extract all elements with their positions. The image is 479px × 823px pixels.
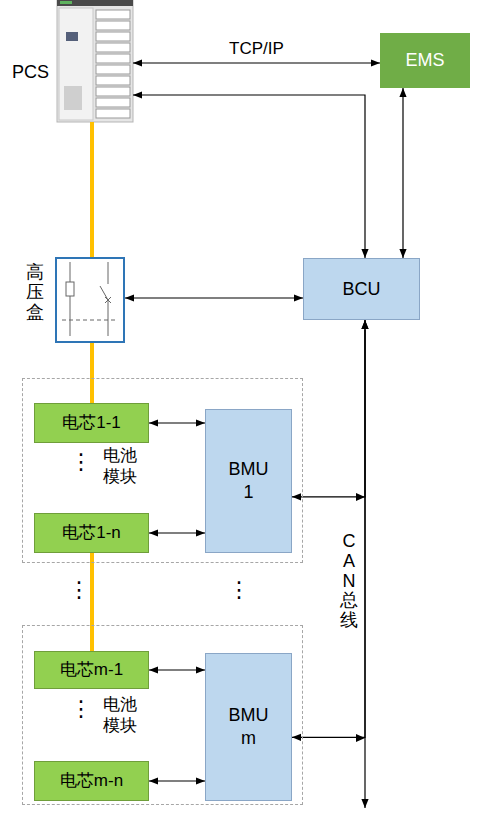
- pcs-cabinet-drawing: [64, 86, 82, 110]
- hv-switch-symbol: [66, 282, 74, 296]
- node-label: BMU 1: [229, 458, 269, 505]
- signal-arrow: [133, 95, 365, 258]
- ellipsis-dots: ⋮: [70, 697, 92, 721]
- node-label: BMU m: [229, 704, 269, 751]
- hv-switch-symbol: [108, 300, 109, 336]
- node-label: 电芯m-n: [60, 770, 123, 791]
- pcs-cabinet-drawing: [59, 8, 93, 120]
- pcs-cabinet-drawing: [57, 0, 133, 6]
- cell-box: 电芯m-n: [34, 761, 149, 801]
- bus-label: CAN总线: [340, 532, 358, 631]
- pcs-cabinet-drawing: [96, 10, 130, 19]
- hv-box: 高压盒: [55, 257, 125, 343]
- edge-label: TCP/IP: [226, 39, 287, 59]
- power-line: [90, 553, 94, 651]
- can-bus: [356, 734, 365, 742]
- cell-box: 电芯1-n: [34, 513, 149, 553]
- pcs-cabinet: PCS: [57, 0, 133, 122]
- node-label: PCS: [12, 61, 49, 84]
- power-line: [90, 122, 94, 257]
- signal-arrow: [402, 88, 403, 258]
- node-label: EMS: [405, 49, 444, 72]
- signal-arrow: [133, 62, 380, 63]
- pcs-cabinet-drawing: [96, 98, 130, 107]
- bmu-box: BMU 1: [205, 409, 292, 553]
- node-label: 电池模块: [103, 694, 137, 737]
- bmu-box: BMU m: [205, 653, 292, 801]
- node-label: 电芯m-1: [60, 659, 123, 680]
- node-label: 高压盒: [26, 263, 44, 322]
- hv-switch-symbol: [62, 320, 118, 321]
- pcs-cabinet-drawing: [66, 32, 78, 41]
- pcs-cabinet-drawing: [60, 1, 72, 4]
- hv-switch-symbol: [100, 286, 108, 300]
- cell-box: 电芯1-1: [34, 403, 149, 443]
- ellipsis-dots: ⋮: [228, 578, 250, 602]
- signal-arrow: [149, 669, 205, 670]
- node-label: 电芯1-n: [62, 522, 121, 543]
- battery-module-group: 电芯1-1 电芯1-n BMU 1 电池模块: [22, 378, 303, 563]
- hv-switch-symbol: [105, 297, 111, 303]
- signal-arrow: [125, 297, 303, 298]
- signal-arrow: [149, 422, 205, 423]
- battery-module-group: 电芯m-1 电芯m-n BMU m 电池模块: [22, 625, 303, 805]
- hv-switch-symbol: [105, 297, 111, 303]
- pcs-cabinet-drawing: [96, 109, 130, 118]
- ellipsis-dots: ⋮: [70, 450, 92, 474]
- pcs-cabinet-drawing: [96, 65, 130, 74]
- signal-arrow: [149, 532, 205, 533]
- pcs-cabinet-drawing: [96, 76, 130, 85]
- hv-switch-symbol: [108, 262, 109, 284]
- pcs-cabinet-drawing: [57, 0, 133, 122]
- pcs-cabinet-drawing: [96, 54, 130, 63]
- ellipsis-dots: ⋮: [68, 578, 90, 602]
- hv-switch-symbol: [62, 262, 118, 336]
- pcs-cabinet-drawing: [96, 43, 130, 52]
- signal-arrow: [149, 780, 205, 781]
- pcs-cabinet-drawing: [96, 32, 130, 41]
- system-box: EMS: [380, 33, 470, 88]
- hv-switch-symbol: [70, 262, 71, 282]
- can-bus: [356, 330, 365, 808]
- pcs-cabinet-drawing: [96, 21, 130, 30]
- power-line: [90, 343, 94, 403]
- pcs-cabinet-drawing: [96, 87, 130, 96]
- control-unit-box: BCU: [303, 258, 420, 320]
- node-label: 电池模块: [103, 445, 137, 488]
- node-label: BCU: [342, 278, 380, 301]
- node-label: 电芯1-1: [62, 412, 121, 433]
- cell-box: 电芯m-1: [34, 651, 149, 689]
- pcs-cabinet-drawing: [57, 0, 133, 122]
- hv-switch-symbol: [70, 296, 71, 336]
